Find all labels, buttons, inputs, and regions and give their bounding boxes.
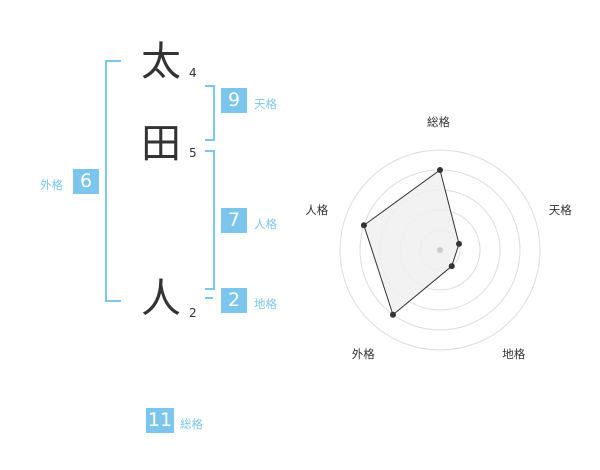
radar-point-3 — [389, 311, 396, 318]
jinkaku-bracket — [205, 150, 215, 290]
radar-point-0 — [437, 167, 443, 173]
soukaku-label: 総格 — [180, 417, 203, 431]
chikaku-bracket — [205, 297, 213, 299]
radar-axis-label-1: 天格 — [548, 203, 572, 218]
radar-axis-label-3: 外格 — [351, 346, 375, 361]
gaikaku-value: 6 — [73, 169, 99, 194]
radar-axis-label-2: 地格 — [502, 346, 526, 361]
jinkaku-label: 人格 — [254, 217, 277, 231]
jinkaku-value: 7 — [221, 208, 247, 233]
radar-point-4 — [360, 222, 367, 229]
tenkaku-bracket — [205, 85, 215, 141]
radar-point-1 — [456, 240, 463, 247]
tenkaku-value: 9 — [221, 88, 247, 113]
kanji-1-strokes: 4 — [189, 66, 197, 80]
radar-axis-label-0: 総格 — [427, 115, 450, 129]
chikaku-label: 地格 — [254, 297, 277, 311]
kanji-2: 田 — [141, 121, 181, 167]
kanji-3: 人 — [141, 276, 181, 322]
kanji-1: 太 — [141, 39, 181, 85]
radar-series-area — [363, 169, 460, 316]
radar-center-dot — [437, 247, 443, 253]
chikaku-value: 2 — [221, 288, 247, 313]
radar-axis-label-4: 人格 — [305, 203, 329, 218]
soukaku-value: 11 — [146, 408, 174, 433]
kanji-2-strokes: 5 — [189, 146, 197, 160]
kanji-3-strokes: 2 — [189, 306, 197, 320]
gaikaku-bracket — [105, 60, 121, 302]
gaikaku-label: 外格 — [40, 178, 63, 192]
tenkaku-label: 天格 — [254, 97, 277, 111]
radar-point-2 — [448, 263, 455, 270]
radar-ring-5 — [339, 149, 541, 351]
